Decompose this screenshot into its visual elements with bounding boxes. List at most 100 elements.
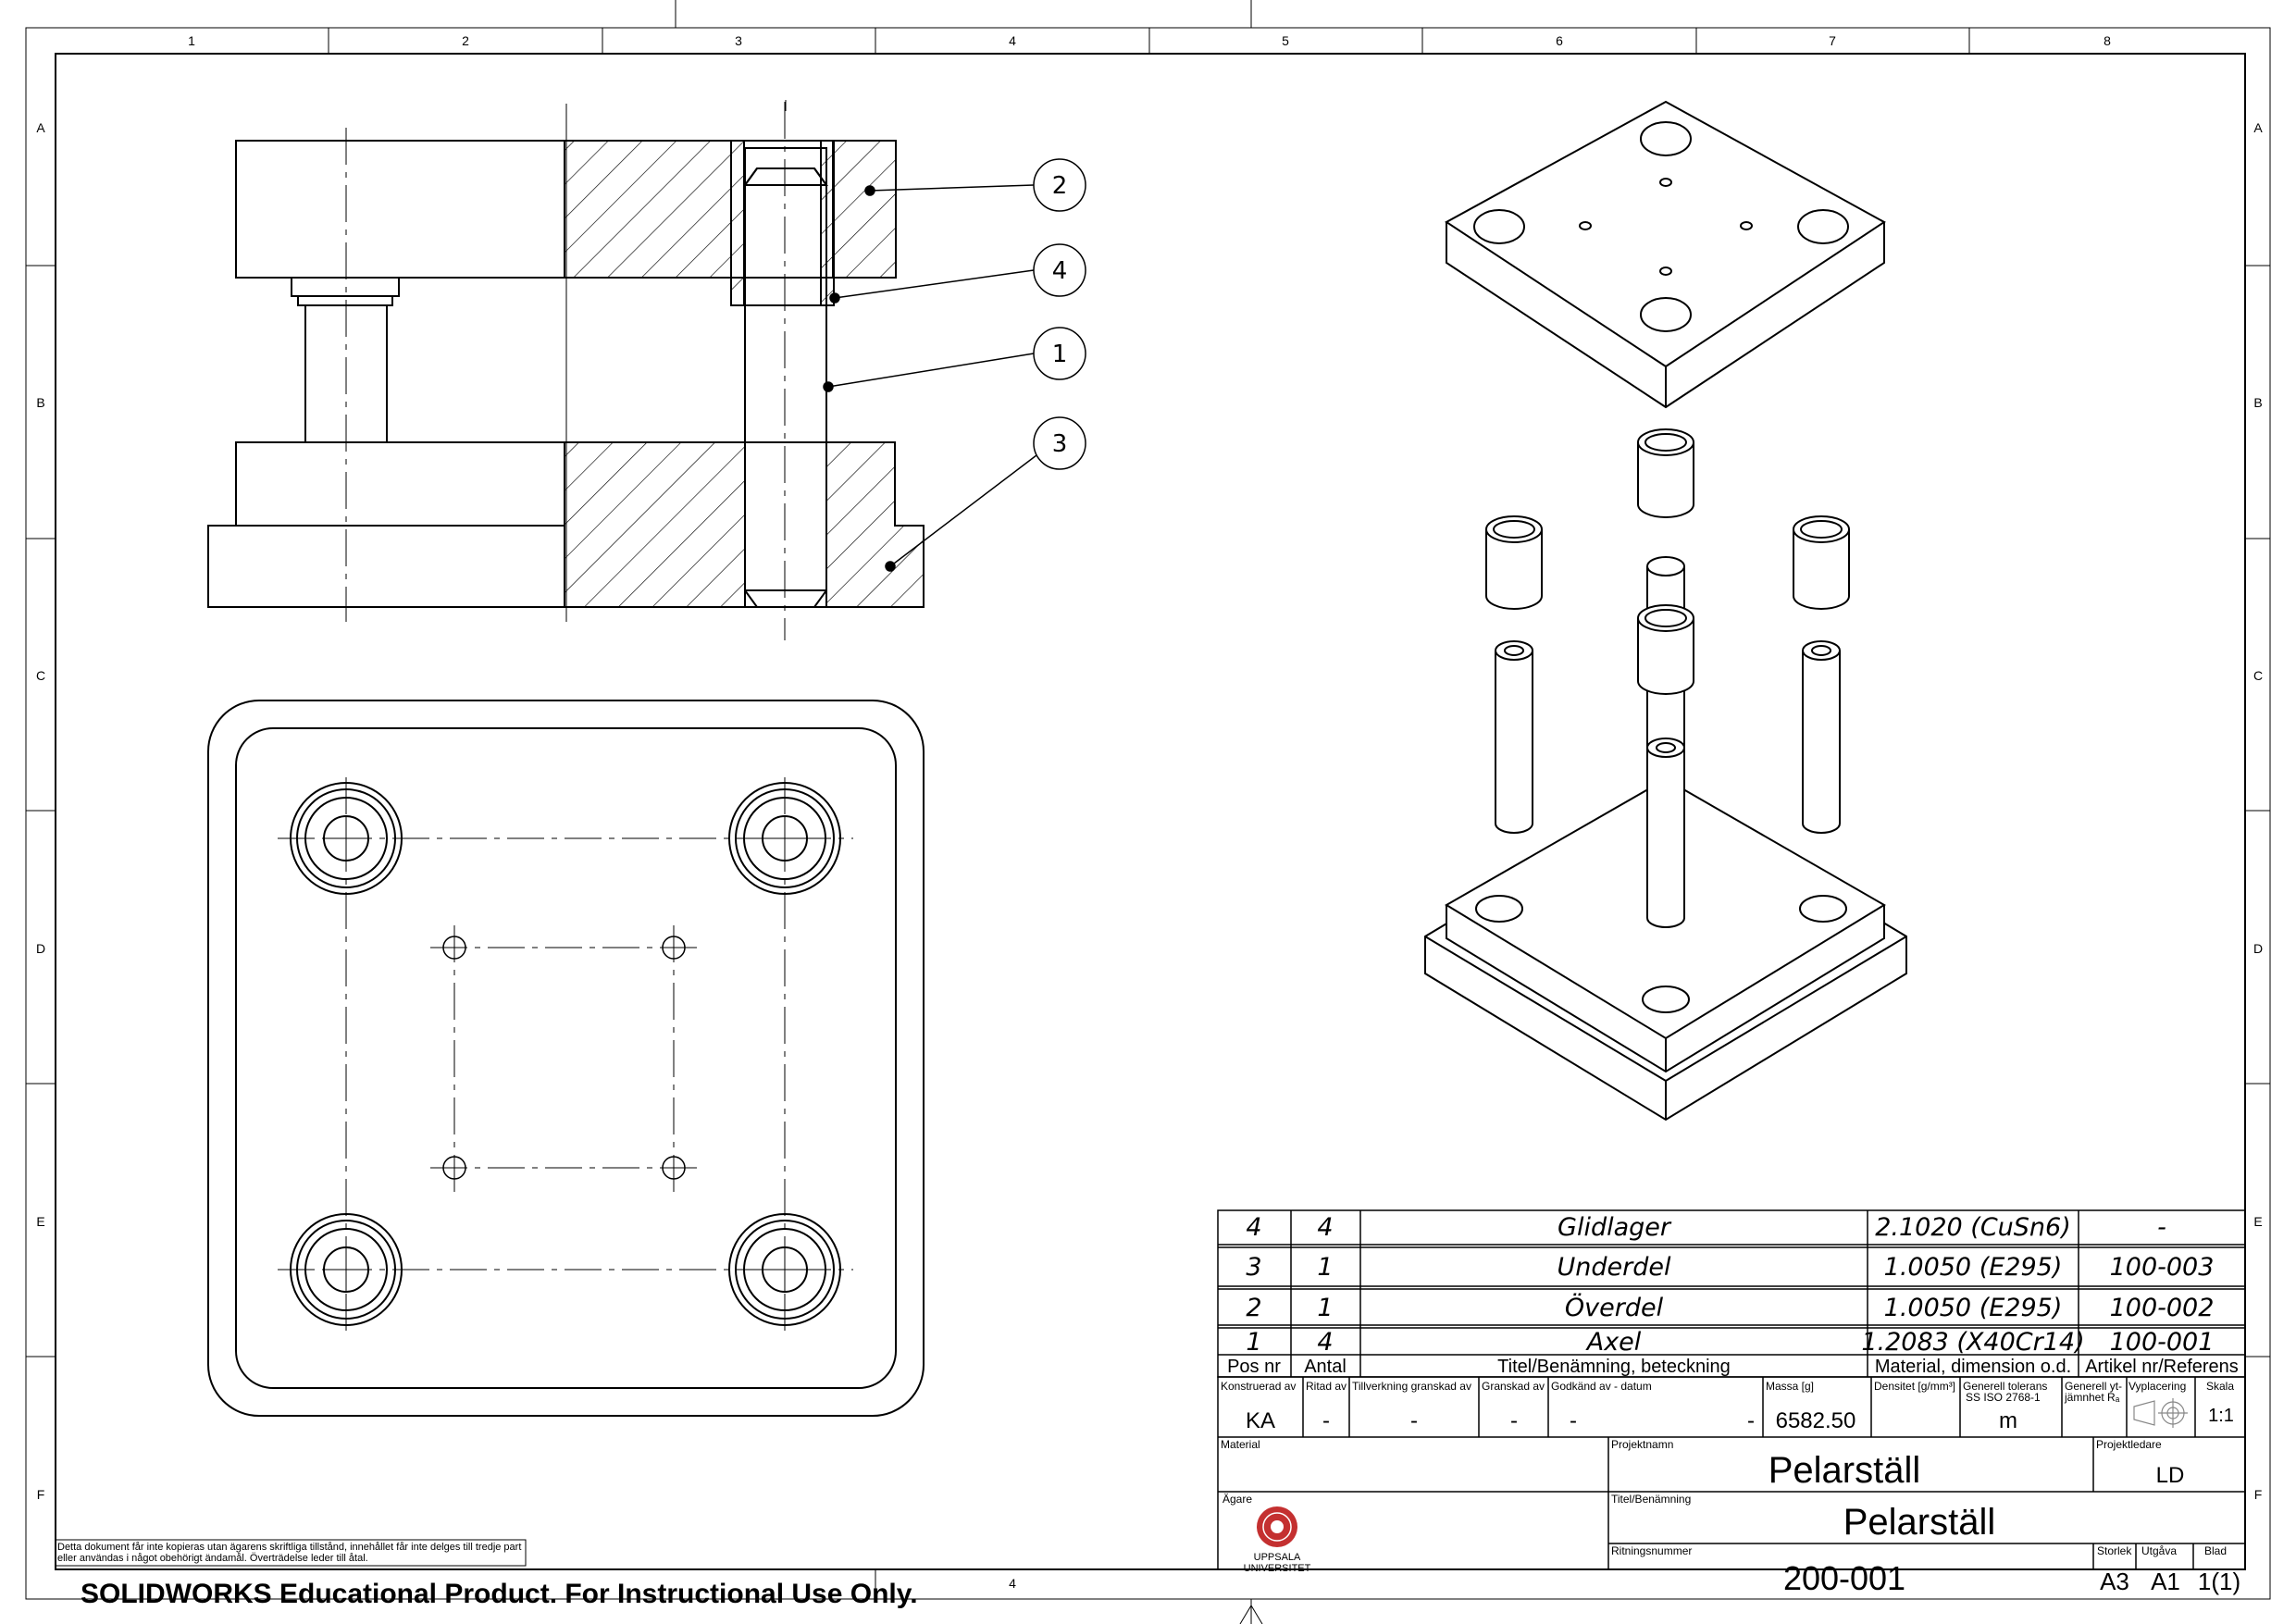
- value-massa: 6582.50: [1776, 1408, 1856, 1433]
- label-agare: Ägare: [1222, 1493, 1252, 1506]
- label-densitet: Densitet [g/mm³]: [1874, 1380, 1955, 1393]
- label-ytjamnhet: Generell yt-: [2065, 1380, 2122, 1393]
- bom-table: [1217, 1209, 2246, 1378]
- row-label: E: [36, 1214, 44, 1229]
- row-label: C: [36, 668, 45, 683]
- value-utgava: A1: [2151, 1568, 2180, 1595]
- label-blad: Blad: [2204, 1544, 2227, 1557]
- label-tolerans: Generell tolerans: [1963, 1380, 2047, 1393]
- bom-name: Överdel: [1565, 1293, 1664, 1322]
- value-titel: Pelarställ: [1843, 1502, 1996, 1543]
- copyright-notice: Detta dokument får inte kopieras utan äg…: [57, 1542, 522, 1564]
- row-label: A: [36, 120, 45, 135]
- callout-balloons: [823, 158, 1086, 572]
- label-utgava: Utgåva: [2141, 1544, 2177, 1557]
- bom-ref: 100-003: [2110, 1253, 2215, 1282]
- section-view: [207, 100, 925, 640]
- label-storlek: Storlek: [2097, 1544, 2132, 1557]
- row-label: C: [2253, 668, 2263, 683]
- label-material: Material: [1221, 1438, 1260, 1451]
- educational-watermark: SOLIDWORKS Educational Product. For Inst…: [81, 1579, 918, 1609]
- bom-rows: 4 4 Glidlager 2.1020 (CuSn6) - 3 1 Under…: [1246, 1213, 2214, 1357]
- label-projektnamn: Projektnamn: [1611, 1438, 1673, 1451]
- university-seal-icon: [1257, 1506, 1297, 1547]
- bom-ref: 100-002: [2110, 1294, 2215, 1322]
- frame-labels: 1 2 3 4 5 6 7 8 A B C D E F A B C D E F …: [36, 33, 2263, 1591]
- col-label: 2: [462, 33, 469, 48]
- bushing-section: [730, 140, 745, 306]
- value-ritningsnummer: 200-001: [1783, 1559, 1905, 1597]
- label-ritningsnummer: Ritningsnummer: [1611, 1544, 1692, 1557]
- bom-pos: 2: [1246, 1294, 1261, 1322]
- label-titel: Titel/Benämning: [1611, 1493, 1691, 1506]
- bom-material: 1.0050 (E295): [1884, 1294, 2063, 1322]
- left-pillar: [291, 277, 400, 297]
- row-label: B: [2253, 395, 2262, 410]
- title-block-labels: Konstruerad av Ritad av Tillverkning gra…: [1221, 1380, 2234, 1574]
- bom-ref: 100-001: [2110, 1328, 2215, 1357]
- bom-qty: 1: [1317, 1253, 1333, 1282]
- col-label: 8: [2104, 33, 2111, 48]
- bom-header: Pos nr Antal Titel/Benämning, beteckning…: [1227, 1357, 2239, 1377]
- bom-pos: 3: [1246, 1253, 1261, 1282]
- bom-name: Glidlager: [1558, 1213, 1672, 1242]
- value-granskad: -: [1510, 1408, 1518, 1433]
- top-view: [207, 700, 925, 1417]
- bom-pos: 1: [1246, 1328, 1261, 1357]
- value-datum: -: [1747, 1408, 1755, 1433]
- small-holes: [442, 936, 686, 1180]
- label-ritad: Ritad av: [1306, 1380, 1347, 1393]
- projection-symbol-icon: [2133, 1398, 2188, 1428]
- col-label: 4: [1009, 33, 1016, 48]
- col-label: 3: [735, 33, 742, 48]
- value-konstruerad: KA: [1246, 1408, 1275, 1433]
- row-label: F: [2254, 1487, 2263, 1502]
- bom-qty: 1: [1317, 1294, 1333, 1322]
- label-ytjamnhet-ra: jämnhet Rₐ: [2064, 1391, 2120, 1404]
- title-block: [1217, 1376, 2246, 1570]
- label-skala: Skala: [2206, 1380, 2234, 1393]
- shaft-section: [744, 147, 827, 608]
- col-label: 1: [188, 33, 195, 48]
- balloon-label: 4: [1052, 257, 1068, 285]
- bom-pos: 4: [1246, 1213, 1261, 1242]
- col-label: 7: [1829, 33, 1836, 48]
- title-block-values: KA - - - - - 6582.50 m 1:1 Pelarställ LD…: [1246, 1406, 2240, 1597]
- value-skala: 1:1: [2208, 1406, 2234, 1426]
- bom-header-material: Material, dimension o.d.: [1875, 1357, 2071, 1377]
- row-label: D: [36, 941, 45, 956]
- bom-header-ref: Artikel nr/Referens: [2085, 1357, 2239, 1377]
- bom-material: 2.1020 (CuSn6): [1875, 1213, 2071, 1242]
- logo-text-line1: UPPSALA: [1254, 1552, 1301, 1563]
- bom-name: Underdel: [1558, 1253, 1671, 1282]
- label-vyplacering: Vyplacering: [2128, 1380, 2186, 1393]
- row-label: B: [36, 395, 44, 410]
- value-projektnamn: Pelarställ: [1769, 1450, 1921, 1491]
- value-projektledare: LD: [2156, 1463, 2185, 1488]
- row-label: E: [2253, 1214, 2262, 1229]
- value-tillverkning: -: [1410, 1408, 1418, 1433]
- col-label: 5: [1282, 33, 1289, 48]
- value-storlek: A3: [2100, 1568, 2129, 1595]
- bom-material: 1.0050 (E295): [1884, 1253, 2063, 1282]
- balloon-label: 1: [1052, 341, 1068, 368]
- label-massa: Massa [g]: [1766, 1380, 1814, 1393]
- iso-upper-plate: [1445, 100, 1886, 409]
- row-label: A: [2253, 120, 2263, 135]
- bom-ref: -: [2157, 1213, 2166, 1242]
- label-godkand: Godkänd av - datum: [1551, 1380, 1652, 1393]
- value-tolerans: m: [1999, 1408, 2017, 1433]
- label-granskad: Granskad av: [1482, 1380, 1545, 1393]
- col-label: 6: [1556, 33, 1563, 48]
- row-label: F: [37, 1487, 45, 1502]
- label-projektledare: Projektledare: [2096, 1438, 2162, 1451]
- value-blad: 1(1): [2198, 1568, 2240, 1595]
- value-godkand: -: [1570, 1408, 1577, 1433]
- balloon-label: 2: [1052, 172, 1068, 200]
- label-tillverkning: Tillverkning granskad av: [1352, 1380, 1471, 1393]
- col-label-bottom: 4: [1009, 1576, 1016, 1591]
- bom-material: 1.2083 (X40Cr14): [1861, 1328, 2084, 1357]
- label-konstruerad: Konstruerad av: [1221, 1380, 1296, 1393]
- iso-bushings: [1485, 428, 1850, 610]
